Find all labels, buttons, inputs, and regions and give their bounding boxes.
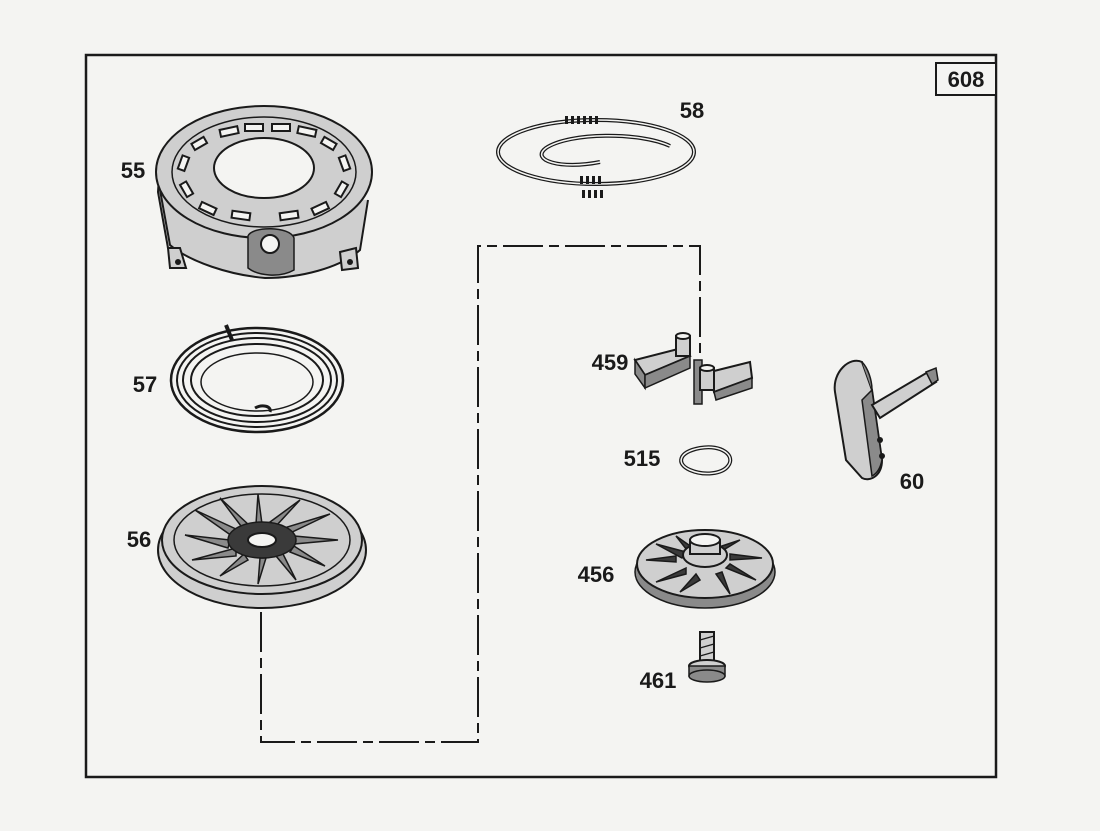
assembly-lines [260, 245, 701, 743]
part-label-459: 459 [592, 350, 629, 375]
page-number: 608 [948, 67, 985, 92]
part-55-starter-housing [155, 105, 373, 280]
diagram-frame [84, 53, 998, 779]
part-56-starter-pulley [157, 485, 367, 609]
part-label-461: 461 [640, 668, 677, 693]
part-label-55: 55 [121, 158, 145, 183]
part-459-starter-dog [633, 332, 754, 405]
part-label-515: 515 [624, 446, 661, 471]
part-461-screw [688, 631, 726, 683]
page-number-box: 608 [935, 62, 997, 96]
part-515-retainer-ring [679, 445, 733, 476]
part-label-60: 60 [900, 469, 924, 494]
part-60-starter-handle [833, 359, 939, 481]
part-label-56: 56 [127, 527, 151, 552]
part-58-starter-rope [496, 116, 696, 198]
part-57-rewind-spring [169, 324, 345, 434]
part-label-57: 57 [133, 372, 157, 397]
part-label-456: 456 [578, 562, 615, 587]
part-label-58: 58 [680, 98, 704, 123]
part-456-ratchet [634, 529, 776, 609]
